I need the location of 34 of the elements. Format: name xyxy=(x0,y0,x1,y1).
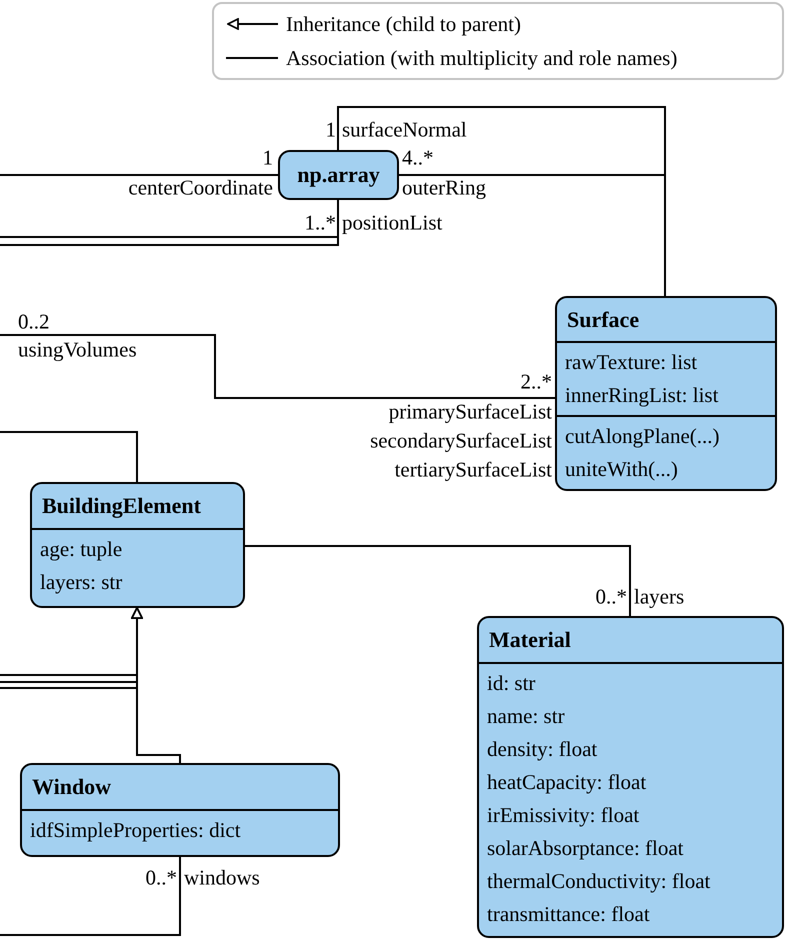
class-name: Window xyxy=(32,774,112,800)
attribute-text: layers: str xyxy=(40,569,124,596)
method-text: cutAlongPlane(...) xyxy=(565,423,721,450)
association-line xyxy=(0,857,181,936)
attribute-text: idfSimpleProperties: dict xyxy=(30,817,242,844)
attribute-text: rawTexture: list xyxy=(565,349,698,376)
legend-text: Association (with multiplicity and role names) xyxy=(286,46,678,70)
association-line xyxy=(0,334,555,399)
class-name: BuildingElement xyxy=(42,493,201,519)
attribute-text: id: str xyxy=(487,670,536,697)
association-line xyxy=(0,174,278,176)
attribute-text: transmittance: float xyxy=(487,901,651,928)
attribute-text: name: str xyxy=(487,703,566,730)
association-line xyxy=(0,431,138,482)
attribute-text: solarAbsorptance: float xyxy=(487,835,685,862)
class-box xyxy=(30,482,245,608)
attribute-text: density: float xyxy=(487,736,598,763)
class-box xyxy=(278,150,399,200)
association-line xyxy=(399,174,666,296)
association-line xyxy=(245,545,631,616)
class-box xyxy=(555,296,777,491)
attribute-text: irEmissivity: float xyxy=(487,802,640,829)
association-line xyxy=(0,200,339,246)
class-name: Surface xyxy=(567,306,640,332)
attribute-text: thermalConductivity: float xyxy=(487,868,712,895)
class-box xyxy=(477,616,784,938)
class-name: np.array xyxy=(297,162,380,188)
method-text: uniteWith(...) xyxy=(565,456,679,483)
attribute-text: age: tuple xyxy=(40,536,124,563)
attribute-text: heatCapacity: float xyxy=(487,769,648,796)
legend-text: Inheritance (child to parent) xyxy=(286,12,521,36)
class-name: Material xyxy=(489,627,571,653)
class-box xyxy=(20,763,340,857)
attribute-text: innerRingList: list xyxy=(565,382,720,409)
